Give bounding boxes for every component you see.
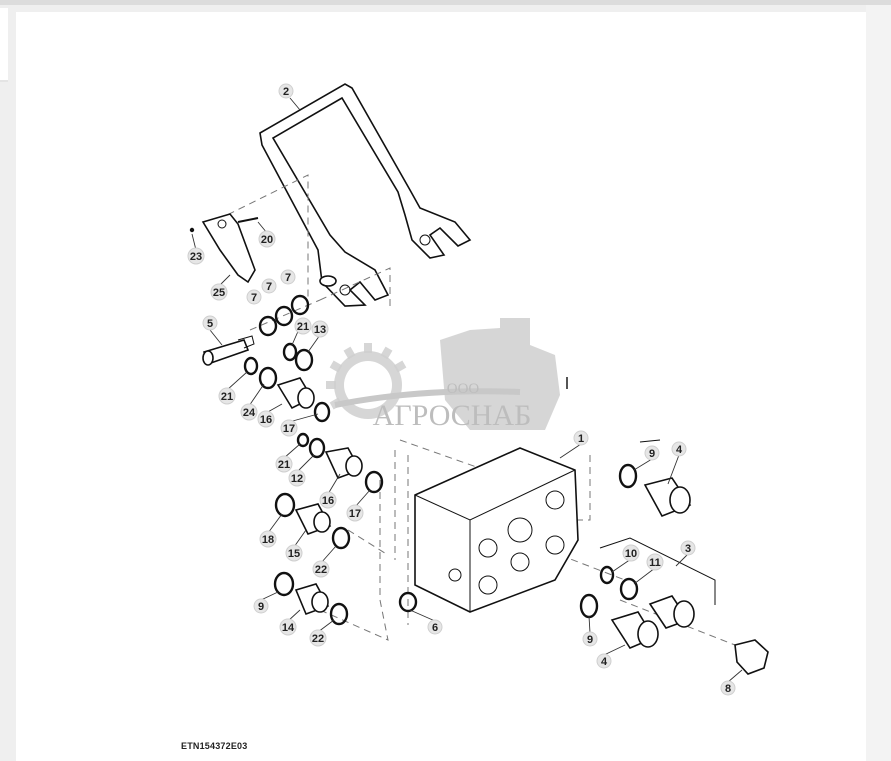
callout-21: 21	[218, 387, 236, 405]
svg-text:2: 2	[283, 86, 289, 98]
svg-text:6: 6	[432, 622, 438, 634]
callout-5: 5	[202, 315, 218, 331]
svg-text:АГРОСНАБ: АГРОСНАБ	[373, 399, 532, 432]
svg-text:12: 12	[291, 473, 303, 485]
svg-text:21: 21	[221, 391, 233, 403]
svg-text:21: 21	[297, 321, 309, 333]
callout-17: 17	[346, 504, 364, 522]
svg-text:9: 9	[649, 448, 655, 460]
cartridges-right	[579, 439, 769, 675]
valve-block-part-1	[398, 447, 579, 613]
callout-12: 12	[288, 469, 306, 487]
svg-text:4: 4	[676, 444, 683, 456]
alignment-lines	[216, 174, 736, 646]
svg-text:18: 18	[262, 534, 274, 546]
svg-text:7: 7	[266, 281, 272, 293]
washers-part-7	[258, 294, 310, 337]
callout-21: 21	[275, 455, 293, 473]
callout-22: 22	[309, 629, 327, 647]
callout-4: 4	[596, 653, 612, 669]
svg-text:17: 17	[283, 423, 295, 435]
svg-text:17: 17	[349, 508, 361, 520]
svg-text:13: 13	[314, 324, 326, 336]
diagram-card	[16, 12, 866, 761]
small-mark	[566, 377, 568, 389]
svg-text:15: 15	[288, 548, 300, 560]
callout-15: 15	[285, 544, 303, 562]
svg-text:22: 22	[315, 564, 327, 576]
callout-8: 8	[720, 680, 736, 696]
latch-part-25	[189, 213, 259, 284]
callout-20: 20	[258, 230, 276, 248]
callout-9: 9	[253, 598, 269, 614]
callout-2: 2	[278, 83, 294, 99]
leader-lines	[191, 97, 743, 683]
svg-text:14: 14	[282, 622, 295, 634]
callout-23: 23	[187, 247, 205, 265]
callout-25: 25	[210, 283, 228, 301]
svg-text:8: 8	[725, 683, 731, 695]
callout-22: 22	[312, 560, 330, 578]
right-margin	[866, 5, 891, 761]
svg-text:11: 11	[649, 557, 661, 569]
svg-text:23: 23	[190, 251, 202, 263]
svg-text:22: 22	[312, 633, 324, 645]
callout-4: 4	[671, 441, 687, 457]
svg-text:ООО: ООО	[447, 381, 480, 397]
watermark-logo: ООО АГРОСНАБ	[326, 318, 560, 432]
svg-text:24: 24	[243, 407, 256, 419]
svg-text:7: 7	[251, 292, 257, 304]
callout-16: 16	[319, 491, 337, 509]
svg-text:3: 3	[685, 543, 691, 555]
yoke-part-2	[259, 83, 472, 307]
svg-text:5: 5	[207, 318, 213, 330]
svg-text:9: 9	[258, 601, 264, 613]
callout-13: 13	[311, 320, 329, 338]
svg-text:4: 4	[601, 656, 608, 668]
callout-bubbles: 1 2 3 4 4 5 6 7 7 7 8 9 9 9 10 11 12 13 …	[187, 83, 736, 696]
svg-text:16: 16	[260, 414, 272, 426]
left-side-panel	[0, 8, 8, 82]
callout-9: 9	[582, 631, 598, 647]
callout-16: 16	[257, 410, 275, 428]
bolt-part-5	[202, 335, 255, 366]
callout-7: 7	[246, 289, 262, 305]
svg-text:9: 9	[587, 634, 593, 646]
callout-17: 17	[280, 419, 298, 437]
callout-14: 14	[279, 618, 297, 636]
svg-text:16: 16	[322, 495, 334, 507]
callout-7: 7	[280, 269, 296, 285]
svg-text:10: 10	[625, 548, 637, 560]
top-bar	[0, 0, 891, 5]
callout-10: 10	[622, 544, 640, 562]
svg-text:21: 21	[278, 459, 290, 471]
callout-3: 3	[680, 540, 696, 556]
callout-7: 7	[261, 278, 277, 294]
figure-code: ETN154372E03	[181, 741, 248, 751]
svg-text:20: 20	[261, 234, 273, 246]
svg-text:25: 25	[213, 287, 225, 299]
callout-9: 9	[644, 445, 660, 461]
svg-text:1: 1	[578, 433, 584, 445]
callout-18: 18	[259, 530, 277, 548]
callout-21: 21	[294, 317, 312, 335]
callout-6: 6	[427, 619, 443, 635]
callout-11: 11	[646, 553, 664, 571]
callout-1: 1	[573, 430, 589, 446]
callout-24: 24	[240, 403, 258, 421]
rings-and-fittings-left	[243, 342, 384, 626]
svg-text:7: 7	[285, 272, 291, 284]
